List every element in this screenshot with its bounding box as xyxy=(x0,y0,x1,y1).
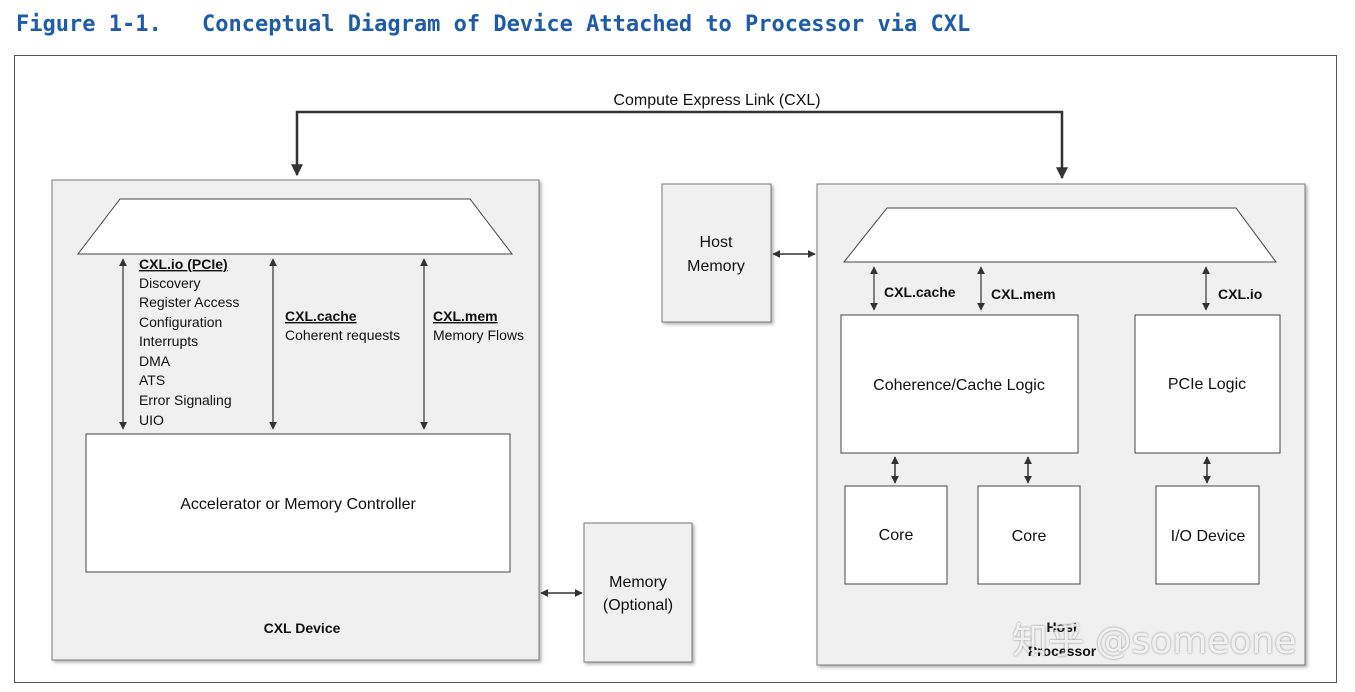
host-memory: Host Memory xyxy=(661,183,816,323)
coherence-box xyxy=(840,314,1079,454)
host-cache-label: CXL.cache xyxy=(884,284,956,300)
host-mem-label: CXL.mem xyxy=(991,286,1056,302)
host-memory-box xyxy=(661,183,772,323)
io-device-label: I/O Device xyxy=(1171,528,1246,545)
device-io-item: Interrupts xyxy=(139,333,198,349)
core1-label: Core xyxy=(879,527,914,544)
host-processor-label-line2: Processor xyxy=(1028,643,1097,659)
device-cache-desc: Coherent requests xyxy=(285,327,400,343)
device-io-item: ATS xyxy=(139,372,165,388)
figure-caption: Conceptual Diagram of Device Attached to… xyxy=(202,12,971,37)
device-mem-desc: Memory Flows xyxy=(433,327,524,343)
host-io-label: CXL.io xyxy=(1218,286,1262,302)
device-mem-title: CXL.mem xyxy=(433,308,498,324)
core2-box xyxy=(977,485,1081,585)
device-io-item: Register Access xyxy=(139,294,239,310)
pcie-logic-label: PCIe Logic xyxy=(1168,376,1246,393)
device-io-item: Error Signaling xyxy=(139,392,232,408)
figure-title: Figure 1-1. Conceptual Diagram of Device … xyxy=(16,12,970,37)
cxl-device: Accelerator or Memory Controller CXL.io … xyxy=(51,179,540,661)
host-processor: CXL.cache CXL.mem CXL.io Coherence/Cache… xyxy=(816,183,1306,666)
cxl-device-panel xyxy=(51,179,540,661)
host-memory-line1: Host xyxy=(700,234,733,251)
host-memory-line2: Memory xyxy=(687,258,745,275)
device-io-item: Configuration xyxy=(139,314,222,330)
accelerator-label: Accelerator or Memory Controller xyxy=(180,496,416,513)
device-memory-box xyxy=(583,522,693,663)
device-io-item: UIO xyxy=(139,412,164,428)
core2-label: Core xyxy=(1012,528,1047,545)
cxl-link: Compute Express Link (CXL) xyxy=(291,92,1068,180)
host-port-trapezoid xyxy=(842,207,1277,263)
cxl-device-label: CXL Device xyxy=(264,620,341,636)
io-device-box xyxy=(1155,485,1260,585)
device-port-trapezoid xyxy=(76,198,514,255)
device-memory-line1: Memory xyxy=(609,574,667,591)
coherence-label: Coherence/Cache Logic xyxy=(873,377,1045,394)
cxl-link-label: Compute Express Link (CXL) xyxy=(613,92,820,109)
accelerator-box xyxy=(85,433,511,573)
device-io-title: CXL.io (PCIe) xyxy=(139,256,228,272)
host-processor-label-line1: Host xyxy=(1046,619,1077,635)
device-io-item: Discovery xyxy=(139,275,200,291)
core1-box xyxy=(844,485,948,585)
device-memory-line2: (Optional) xyxy=(603,597,673,614)
cxl-link-line xyxy=(291,110,1068,180)
device-cache-title: CXL.cache xyxy=(285,308,357,324)
figure-number: Figure 1-1. xyxy=(16,12,162,37)
device-memory: Memory (Optional) xyxy=(540,522,693,663)
watermark: 知乎 @someone xyxy=(1012,621,1297,662)
device-io-item: DMA xyxy=(139,353,171,369)
pcie-logic-box xyxy=(1134,314,1281,454)
diagram-frame xyxy=(14,55,1337,683)
